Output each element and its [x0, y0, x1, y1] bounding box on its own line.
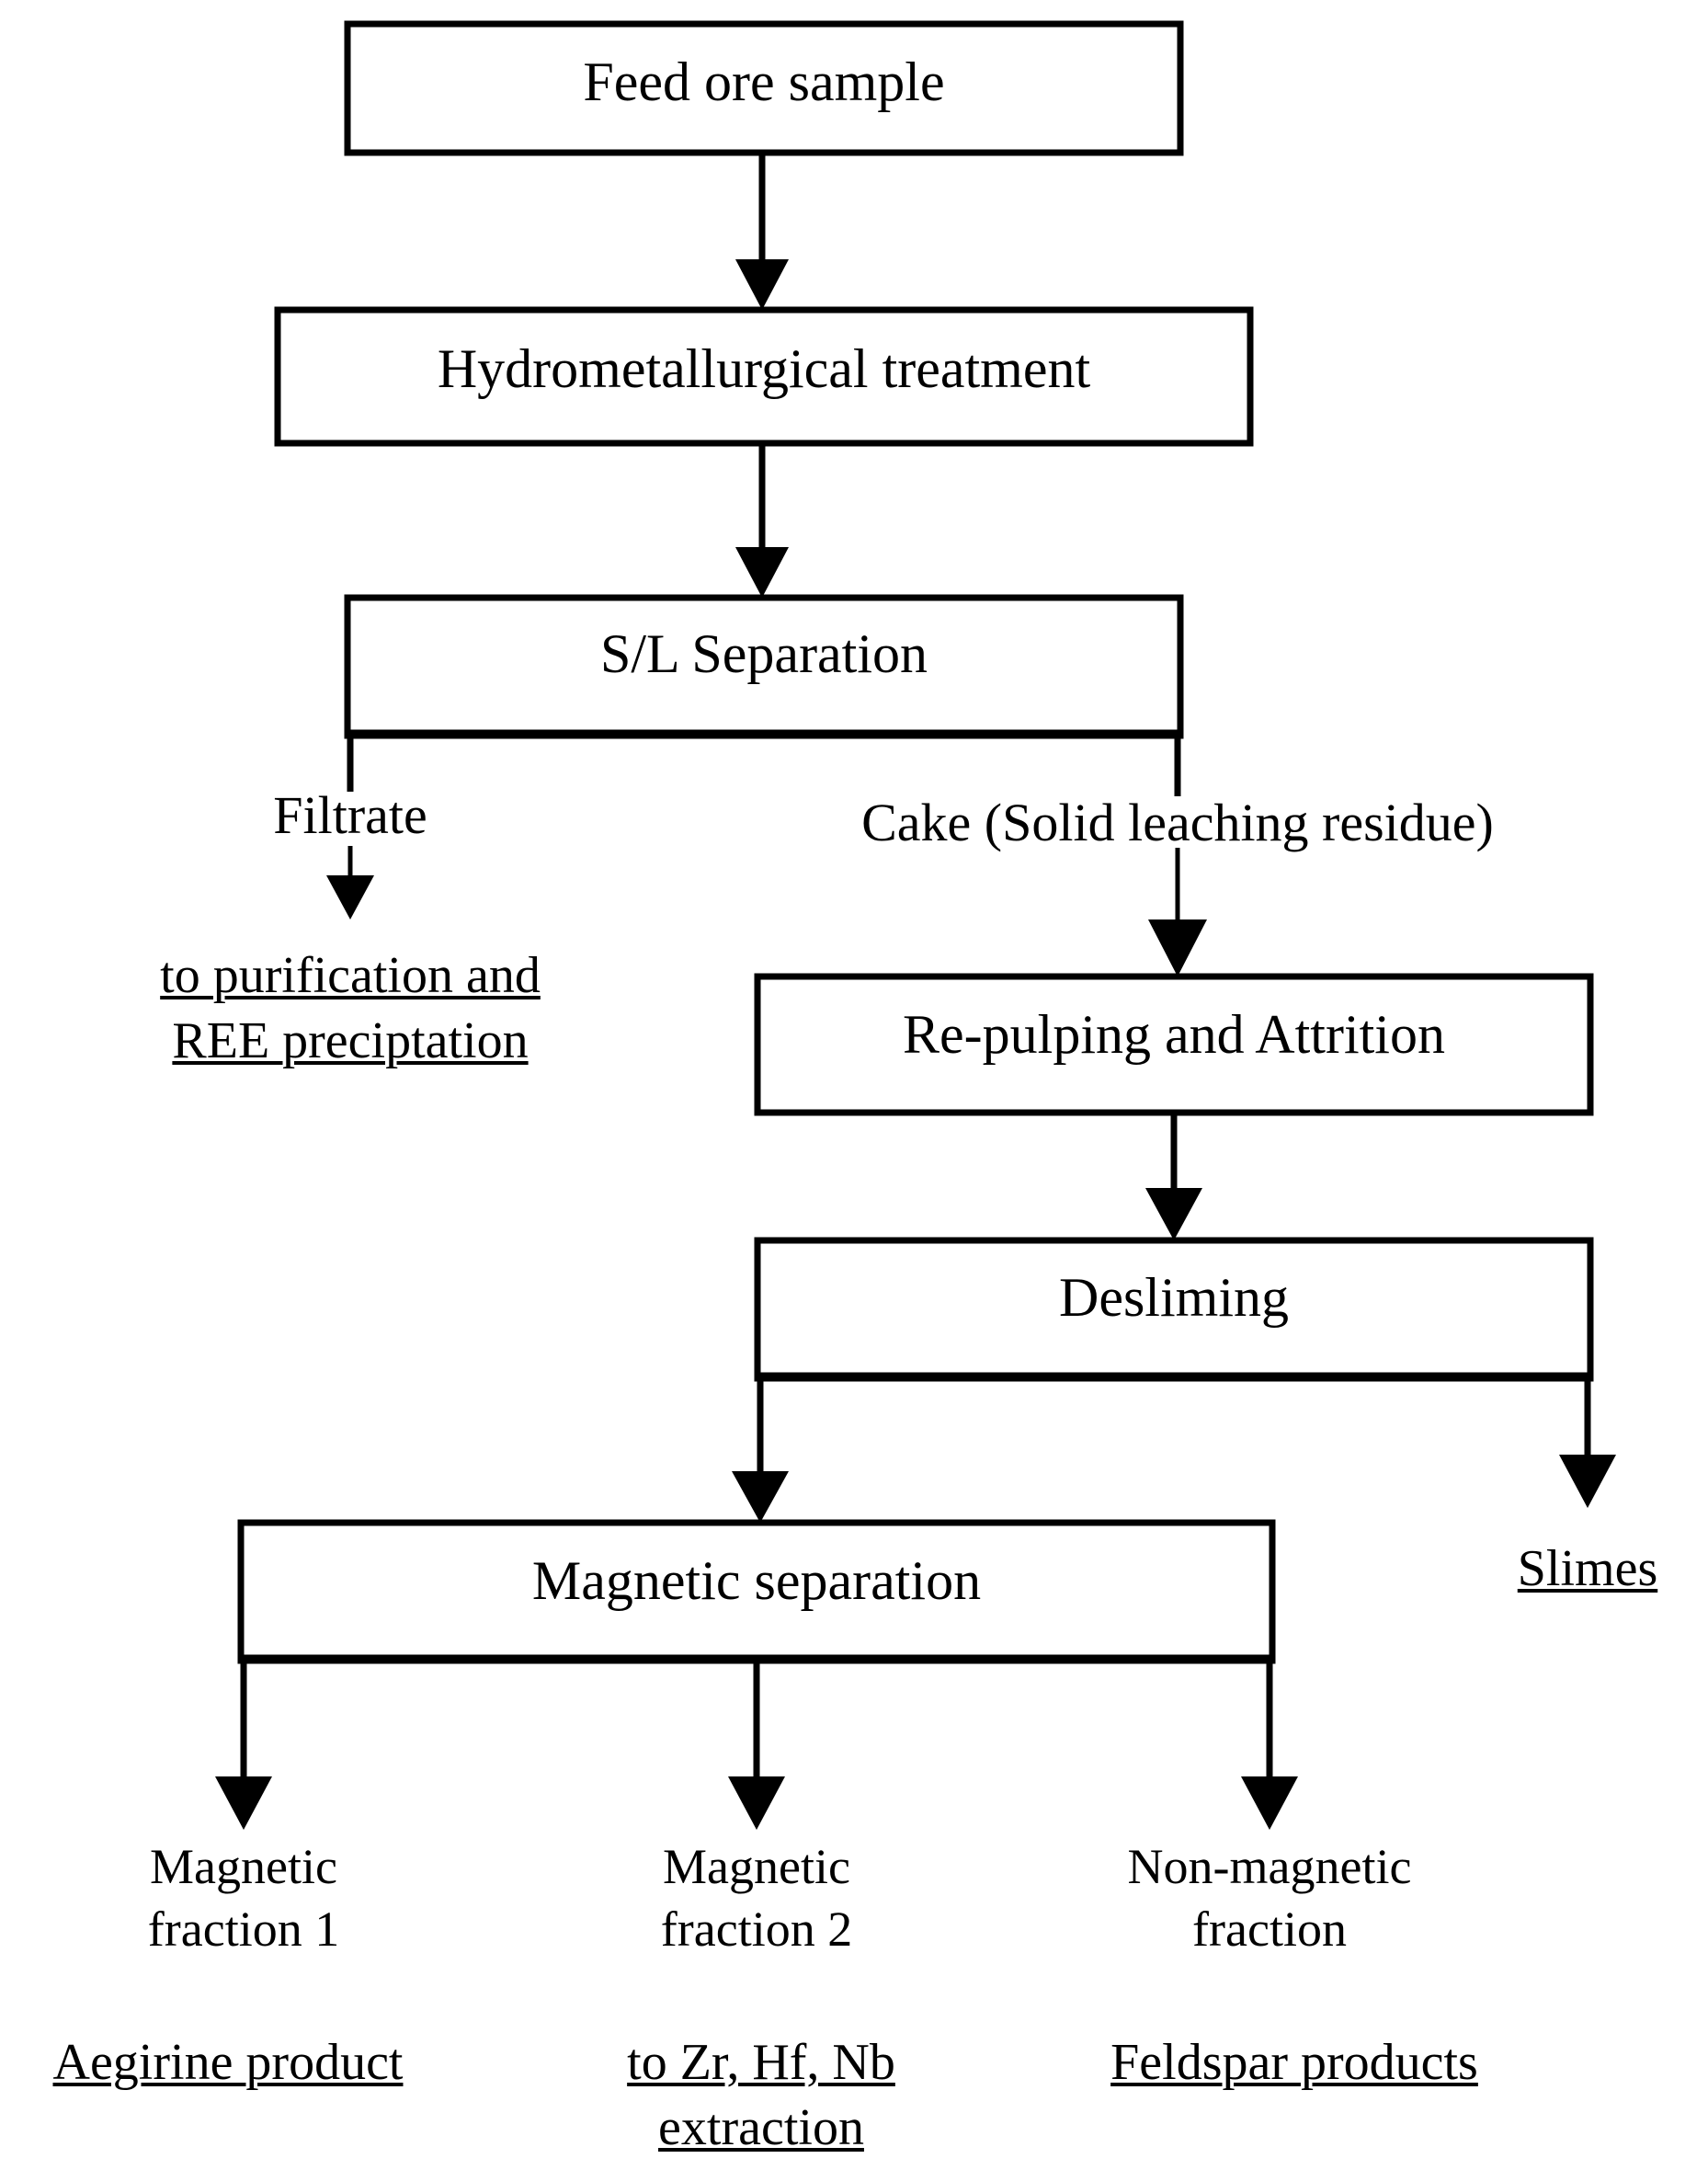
arrowhead-magnetic-fraction-1 [215, 1776, 272, 1830]
box-outline-repulping [754, 973, 1594, 1116]
product-purification-ree: to purification and REE preciptation [56, 947, 644, 1069]
box-outline-hydromet [274, 306, 1254, 447]
product-purification-line-1: to purification and [160, 947, 541, 1004]
arrowhead-non-magnetic-fraction [1241, 1776, 1298, 1830]
arrowhead-hydromet-to-sl [735, 547, 789, 598]
fraction-non-magnetic: Non-magnetic fraction [1030, 1839, 1509, 1957]
box-label-sl-separation: S/L Separation [599, 623, 928, 684]
stream-label-filtrate: Filtrate [273, 785, 427, 845]
box-label-repulping-and-attrition: Re-pulping and Attrition [903, 1004, 1445, 1065]
product-zr-hf-nb-line-2: extraction [658, 2098, 864, 2156]
product-zr-hf-nb-line-1: to Zr, Hf, Nb [627, 2034, 895, 2091]
arrowhead-desliming-to-magnetic [732, 1471, 789, 1523]
arrowhead-to-slimes [1559, 1455, 1616, 1508]
arrowhead-feed-to-hydromet [735, 259, 789, 310]
fraction-magnetic-2-line-2: fraction 2 [660, 1902, 853, 1958]
box-label-hydrometallurgical-treatment: Hydrometallurgical treatment [437, 338, 1091, 399]
arrowhead-cake-to-repulping [1148, 919, 1207, 976]
box-label-feed-ore: Feed ore sample [583, 51, 945, 112]
fraction-magnetic-2-line-1: Magnetic [663, 1839, 850, 1894]
fraction-non-magnetic-line-2: fraction [1192, 1902, 1347, 1958]
product-feldspar: Feldspar products [1110, 2034, 1478, 2091]
product-aegirine: Aegirine product [52, 2034, 404, 2091]
fraction-magnetic-1-line-2: fraction 1 [147, 1902, 340, 1958]
stream-label-cake: Cake (Solid leaching residue) [861, 793, 1494, 852]
fraction-magnetic-2: Magnetic fraction 2 [541, 1839, 973, 1957]
box-label-desliming: Desliming [1059, 1267, 1289, 1328]
product-zr-hf-nb: to Zr, Hf, Nb extraction [513, 2034, 1009, 2156]
fraction-magnetic-1: Magnetic fraction 1 [28, 1839, 460, 1957]
product-slimes: Slimes [1517, 1540, 1658, 1597]
fraction-magnetic-1-line-1: Magnetic [150, 1839, 337, 1894]
arrowhead-to-purification [326, 875, 374, 919]
arrowhead-magnetic-fraction-2 [728, 1776, 785, 1830]
box-label-magnetic-separation: Magnetic separation [531, 1550, 982, 1611]
fraction-non-magnetic-line-1: Non-magnetic [1127, 1839, 1412, 1894]
box-outline-magnetic-separation [237, 1519, 1276, 1664]
product-purification-line-2: REE preciptation [172, 1011, 529, 1069]
box-outline-feed-ore [344, 20, 1184, 156]
arrowhead-repulping-to-desliming [1145, 1188, 1202, 1240]
